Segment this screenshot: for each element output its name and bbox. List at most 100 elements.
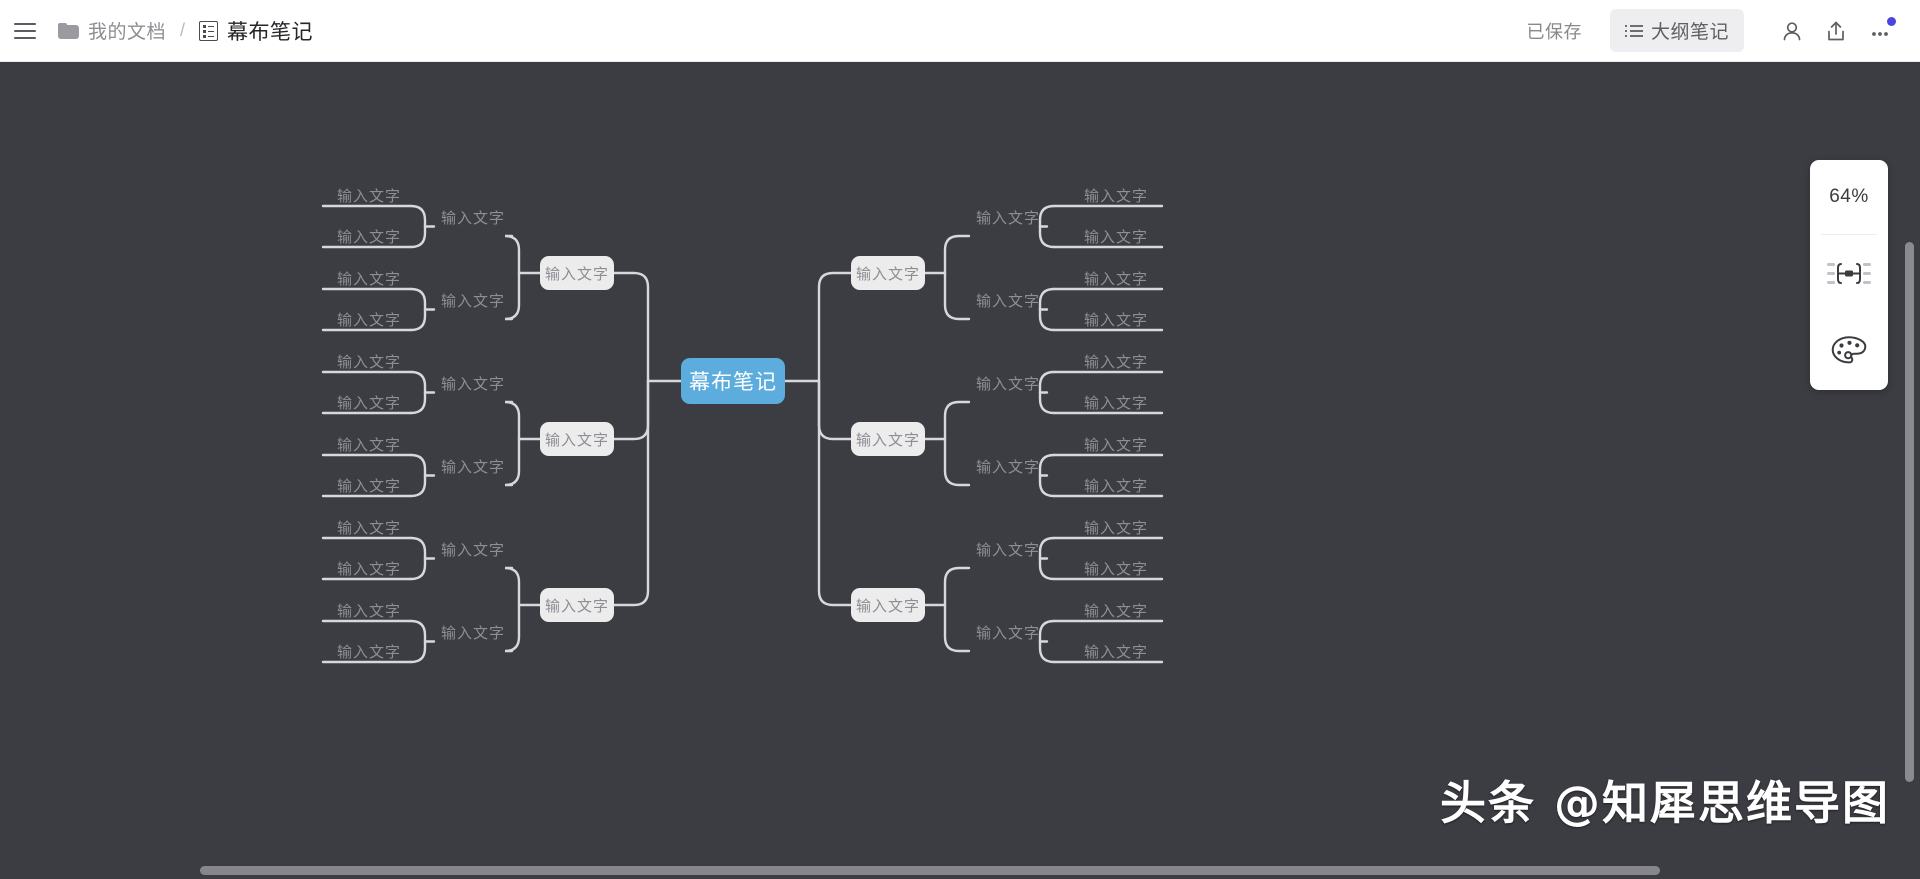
hamburger-icon[interactable] <box>14 22 36 39</box>
mindmap-sub-node-7[interactable]: 输入文字 <box>973 206 1043 228</box>
mindmap-leaf-node-21-label: 输入文字 <box>1083 519 1148 537</box>
mindmap-sub-node-4-label: 输入文字 <box>440 458 505 476</box>
mindmap-leaf-node-6-label: 输入文字 <box>336 394 401 412</box>
mindmap-leaf-node-18-label: 输入文字 <box>1083 394 1148 412</box>
mindmap-leaf-node-9-label: 输入文字 <box>336 519 401 537</box>
mindmap-leaf-node-6[interactable]: 输入文字 <box>333 392 405 412</box>
mindmap-leaf-node-4-label: 输入文字 <box>336 311 401 329</box>
panel-divider <box>1821 234 1877 235</box>
mindmap-sub-node-10[interactable]: 输入文字 <box>973 455 1043 477</box>
mindmap-leaf-node-10[interactable]: 输入文字 <box>333 558 405 578</box>
mindmap-branch-node-2[interactable]: 输入文字 <box>540 422 614 456</box>
mindmap-sub-node-2-label: 输入文字 <box>440 292 505 310</box>
mindmap-leaf-node-22[interactable]: 输入文字 <box>1080 558 1152 578</box>
more-options-button[interactable] <box>1858 9 1902 53</box>
mindmap-sub-node-5-label: 输入文字 <box>440 541 505 559</box>
ellipsis-icon <box>1872 31 1888 36</box>
mindmap-leaf-node-12-label: 输入文字 <box>336 643 401 661</box>
mindmap-leaf-node-17[interactable]: 输入文字 <box>1080 351 1152 371</box>
mindmap-sub-node-3[interactable]: 输入文字 <box>438 372 508 394</box>
mindmap-leaf-node-1[interactable]: 输入文字 <box>333 185 405 205</box>
mindmap-sub-node-4[interactable]: 输入文字 <box>438 455 508 477</box>
mindmap-leaf-node-8-label: 输入文字 <box>336 477 401 495</box>
notification-badge-dot <box>1887 16 1896 26</box>
mindmap-leaf-node-5[interactable]: 输入文字 <box>333 351 405 371</box>
mindmap-leaf-node-23[interactable]: 输入文字 <box>1080 600 1152 620</box>
page-title[interactable]: 幕布笔记 <box>227 20 314 44</box>
mindmap-leaf-node-11[interactable]: 输入文字 <box>333 600 405 620</box>
mindmap-sub-node-9-label: 输入文字 <box>975 375 1040 393</box>
mindmap-sub-node-12[interactable]: 输入文字 <box>973 621 1043 643</box>
mindmap-sub-node-1[interactable]: 输入文字 <box>438 206 508 228</box>
mindmap-sub-node-5[interactable]: 输入文字 <box>438 538 508 560</box>
folder-icon <box>58 22 79 39</box>
mindmap-leaf-node-12[interactable]: 输入文字 <box>333 641 405 661</box>
mindmap-sub-node-8[interactable]: 输入文字 <box>973 289 1043 311</box>
mindmap-branch-node-1-label: 输入文字 <box>544 265 609 283</box>
mindmap-leaf-node-2[interactable]: 输入文字 <box>333 226 405 246</box>
outline-mode-button[interactable]: 大纲笔记 <box>1609 9 1744 52</box>
zoom-level-display[interactable]: 64% <box>1829 186 1869 207</box>
share-button[interactable] <box>1814 9 1858 53</box>
mindmap-leaf-node-13[interactable]: 输入文字 <box>1080 185 1152 205</box>
mindmap-leaf-node-1-label: 输入文字 <box>336 187 401 205</box>
breadcrumb: 我的文档 / 幕布笔记 <box>58 16 313 46</box>
mindmap-leaf-node-22-label: 输入文字 <box>1083 560 1148 578</box>
mindmap-leaf-node-7-label: 输入文字 <box>336 436 401 454</box>
mindmap-connectors <box>321 204 1164 664</box>
mindmap-leaf-node-3-label: 输入文字 <box>336 270 401 288</box>
collaborators-button[interactable] <box>1770 9 1814 53</box>
mindmap-leaf-node-10-label: 输入文字 <box>336 560 401 578</box>
theme-color-button[interactable] <box>1810 313 1888 391</box>
mindmap-leaf-node-24-label: 输入文字 <box>1083 643 1148 661</box>
layout-style-button[interactable] <box>1810 235 1888 313</box>
mindmap-leaf-node-14[interactable]: 输入文字 <box>1080 226 1152 246</box>
mindmap-leaf-node-20-label: 输入文字 <box>1083 477 1148 495</box>
mindmap-branch-node-1[interactable]: 输入文字 <box>540 256 614 290</box>
mindmap-leaf-node-4[interactable]: 输入文字 <box>333 309 405 329</box>
top-bar-actions: 已保存 大纲笔记 <box>1526 0 1920 61</box>
document-outline-icon <box>199 20 219 41</box>
mindmap-leaf-node-8[interactable]: 输入文字 <box>333 475 405 495</box>
watermark-text: 头条 @知犀思维导图 <box>1439 776 1890 830</box>
mindmap-leaf-node-11-label: 输入文字 <box>336 602 401 620</box>
share-upload-icon <box>1828 21 1844 40</box>
mindmap-canvas[interactable]: 幕布笔记输入文字输入文字输入文字输入文字输入文字输入文字输入文字输入文字输入文字… <box>0 62 1920 879</box>
mindmap-leaf-node-13-label: 输入文字 <box>1083 187 1148 205</box>
mindmap-sub-node-11[interactable]: 输入文字 <box>973 538 1043 560</box>
horizontal-scrollbar-track[interactable] <box>0 862 1920 879</box>
mindmap-sub-node-6[interactable]: 输入文字 <box>438 621 508 643</box>
mindmap-leaf-node-19[interactable]: 输入文字 <box>1080 434 1152 454</box>
mindmap-branch-node-3[interactable]: 输入文字 <box>540 588 614 622</box>
mindmap-leaf-node-3[interactable]: 输入文字 <box>333 268 405 288</box>
vertical-scrollbar-thumb[interactable] <box>1905 242 1914 782</box>
mindmap-sub-node-2[interactable]: 输入文字 <box>438 289 508 311</box>
mindmap-leaf-node-14-label: 输入文字 <box>1083 228 1148 246</box>
outline-list-icon <box>1624 24 1643 38</box>
mindmap-root-node[interactable]: 幕布笔记 <box>681 358 785 404</box>
mindmap-sub-node-7-label: 输入文字 <box>975 209 1040 227</box>
mindmap-sub-node-1-label: 输入文字 <box>440 209 505 227</box>
mindmap-leaf-node-7[interactable]: 输入文字 <box>333 434 405 454</box>
mindmap-sub-node-10-label: 输入文字 <box>975 458 1040 476</box>
breadcrumb-folder-link[interactable]: 我的文档 <box>88 22 167 43</box>
mindmap-leaf-node-16[interactable]: 输入文字 <box>1080 309 1152 329</box>
mindmap-leaf-node-15[interactable]: 输入文字 <box>1080 268 1152 288</box>
mindmap-leaf-node-18[interactable]: 输入文字 <box>1080 392 1152 412</box>
mindmap-sub-node-6-label: 输入文字 <box>440 624 505 642</box>
mindmap-branch-node-4[interactable]: 输入文字 <box>851 256 925 290</box>
mindmap-branch-node-5-label: 输入文字 <box>855 431 920 449</box>
view-tools-panel: 64% <box>1810 160 1888 390</box>
mindmap-branch-node-6[interactable]: 输入文字 <box>851 588 925 622</box>
mindmap-root-node-label: 幕布笔记 <box>689 371 777 394</box>
mindmap-leaf-node-24[interactable]: 输入文字 <box>1080 641 1152 661</box>
mindmap-leaf-node-20[interactable]: 输入文字 <box>1080 475 1152 495</box>
mindmap-leaf-node-21[interactable]: 输入文字 <box>1080 517 1152 537</box>
mindmap-branch-node-3-label: 输入文字 <box>544 597 609 615</box>
mindmap-branch-node-5[interactable]: 输入文字 <box>851 422 925 456</box>
mindmap-leaf-node-17-label: 输入文字 <box>1083 353 1148 371</box>
person-icon <box>1783 21 1801 40</box>
mindmap-sub-node-9[interactable]: 输入文字 <box>973 372 1043 394</box>
horizontal-scrollbar-thumb[interactable] <box>200 866 1660 875</box>
mindmap-leaf-node-9[interactable]: 输入文字 <box>333 517 405 537</box>
